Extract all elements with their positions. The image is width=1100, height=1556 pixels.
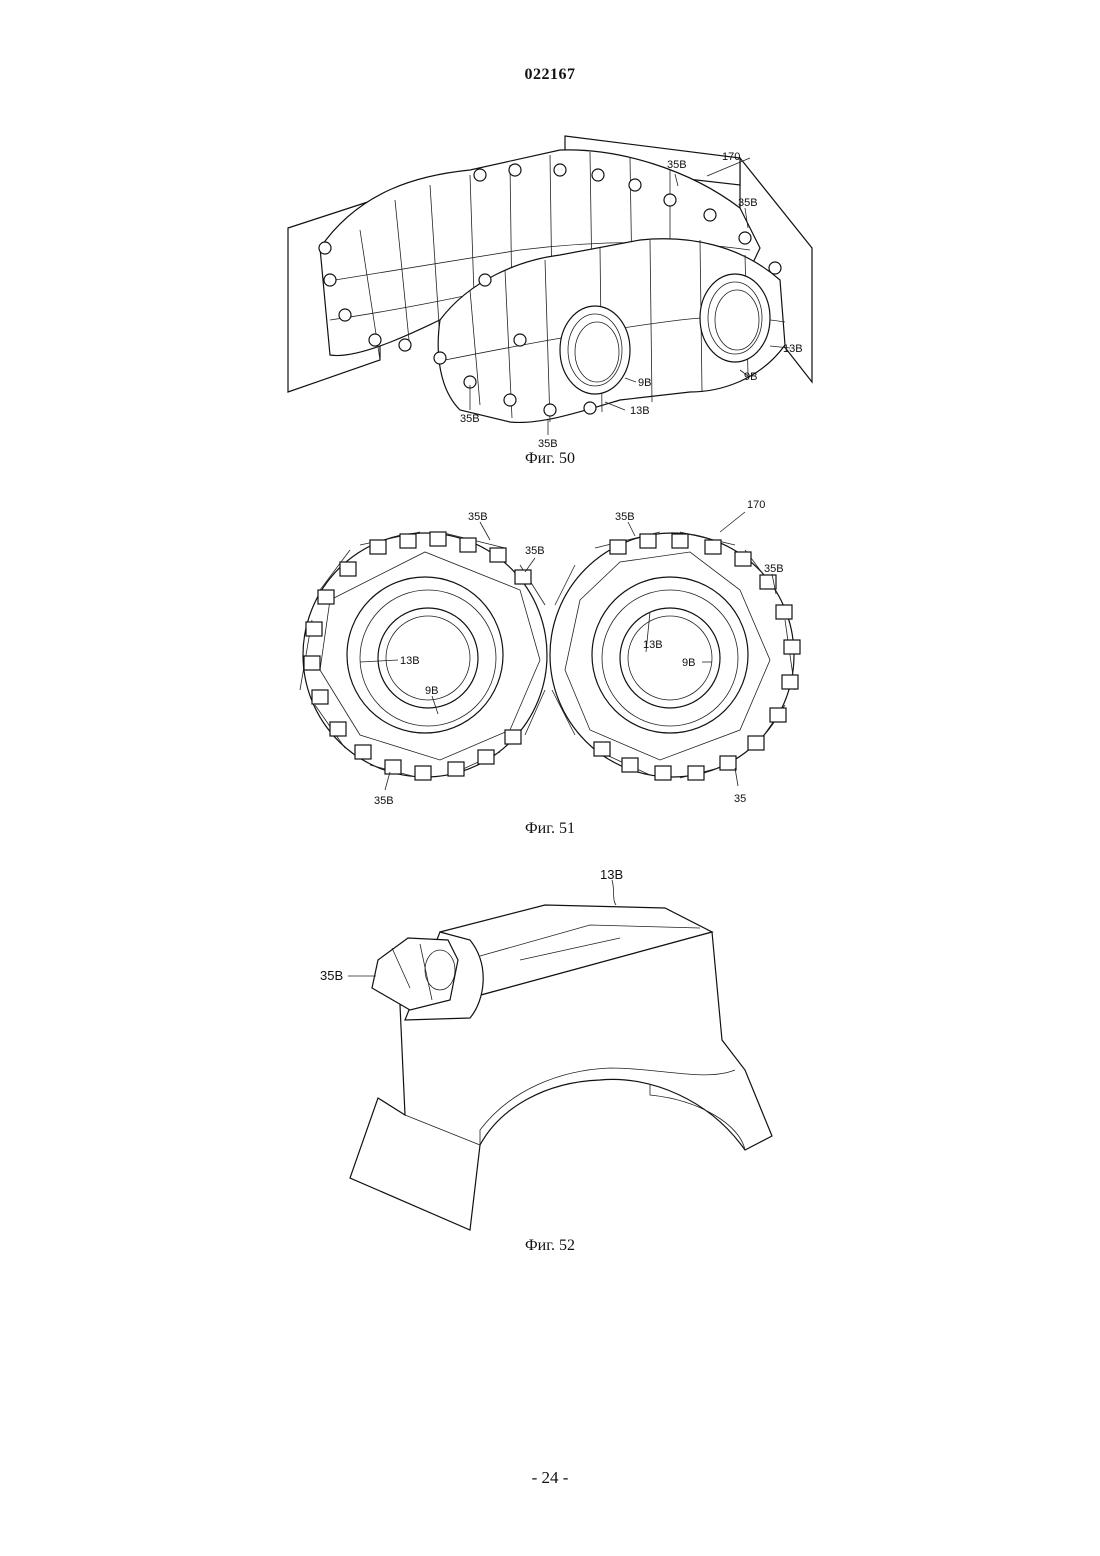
label-13b: 13B — [630, 405, 650, 417]
label-35b: 35B — [764, 563, 784, 575]
label-9b: 9B — [744, 371, 757, 383]
label-35: 35 — [734, 793, 746, 805]
label-13b: 13B — [783, 343, 803, 355]
label-9b: 9B — [682, 657, 695, 669]
page-footer: - 24 - — [0, 1468, 1100, 1488]
label-35b: 35B — [667, 159, 687, 171]
figure-51: 170 35B 35B 35B 35B 13B 9B 13B 9B 35B 35 — [0, 490, 1100, 830]
label-35b: 35B — [525, 545, 545, 557]
label-9b: 9B — [638, 377, 651, 389]
label-35b: 35B — [738, 197, 758, 209]
label-35b: 35B — [320, 968, 343, 983]
label-13b: 13B — [643, 639, 663, 651]
label-170: 170 — [747, 499, 765, 511]
label-13b: 13B — [600, 867, 623, 882]
figure-52-drawing: 13B 35B — [0, 860, 1100, 1240]
label-35b: 35B — [538, 438, 558, 450]
figure-52-caption: Фиг. 52 — [0, 1237, 1100, 1255]
figure-51-drawing: 170 35B 35B 35B 35B 13B 9B 13B 9B 35B 35 — [0, 490, 1100, 830]
document-number: 022167 — [0, 66, 1100, 84]
figure-51-caption: Фиг. 51 — [0, 820, 1100, 838]
label-13b: 13B — [400, 655, 420, 667]
figure-52: 13B 35B — [0, 860, 1100, 1240]
label-9b: 9B — [425, 685, 438, 697]
figure-50-drawing: 170 35B 35B 13B 9B 9B 13B 35B 35B — [0, 130, 1100, 470]
figure-50: 170 35B 35B 13B 9B 9B 13B 35B 35B — [0, 130, 1100, 470]
label-35b: 35B — [468, 511, 488, 523]
label-35b: 35B — [374, 795, 394, 807]
figure-50-caption: Фиг. 50 — [0, 450, 1100, 468]
label-170: 170 — [722, 151, 740, 163]
label-35b: 35B — [615, 511, 635, 523]
label-35b: 35B — [460, 413, 480, 425]
